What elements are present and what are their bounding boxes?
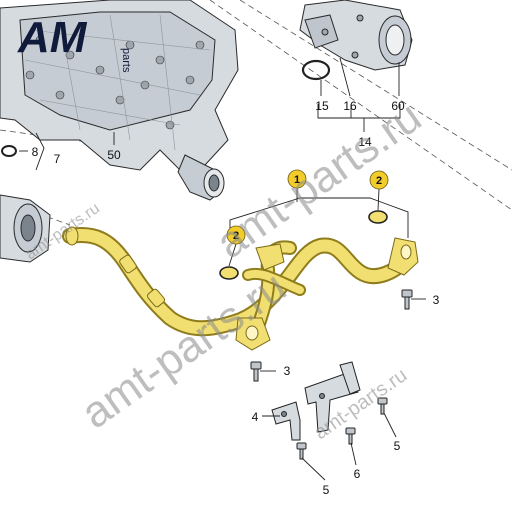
label-4: 4 [252, 410, 259, 424]
label-5-left: 5 [323, 483, 330, 497]
svg-text:parts: parts [120, 48, 132, 73]
label-50: 50 [107, 148, 121, 162]
callout-labels: 3 3 4 5 5 6 7 8 14 15 16 60 50 [32, 99, 440, 497]
o-ring-2-left [219, 266, 239, 280]
callout-badge-2-left: 2 [226, 225, 246, 245]
bolt-3-right [401, 289, 413, 310]
label-8: 8 [32, 145, 39, 159]
label-5-right: 5 [394, 439, 401, 453]
svg-text:2: 2 [376, 175, 382, 187]
svg-text:1: 1 [294, 174, 300, 186]
o-ring-left [1, 145, 17, 157]
bracket-6 [304, 361, 361, 433]
o-ring-2-right [368, 210, 388, 224]
o-ring-upper [301, 59, 331, 81]
callout-badge-1: 1 [287, 169, 307, 189]
bolt-3-lower [250, 361, 262, 382]
engine-housing [0, 0, 239, 201]
am-parts-logo: AM parts [17, 13, 132, 73]
watermark-3: amt-parts.ru [73, 262, 295, 438]
svg-text:AM: AM [17, 13, 88, 62]
pipe-fittings [65, 226, 419, 351]
label-15: 15 [315, 99, 329, 113]
callout-badge-2-right: 2 [369, 170, 389, 190]
bracket-4 [271, 401, 301, 441]
label-16: 16 [343, 99, 357, 113]
label-3-lower: 3 [284, 364, 291, 378]
leader-lines [19, 57, 426, 481]
svg-text:2: 2 [233, 230, 239, 242]
bolts-lower [296, 397, 388, 460]
label-60: 60 [391, 99, 405, 113]
label-14: 14 [358, 135, 372, 149]
label-3-right: 3 [433, 293, 440, 307]
label-7: 7 [54, 152, 61, 166]
thermostat-housing [299, 0, 413, 71]
label-6: 6 [354, 467, 361, 481]
coolant-flange-left [0, 194, 51, 263]
